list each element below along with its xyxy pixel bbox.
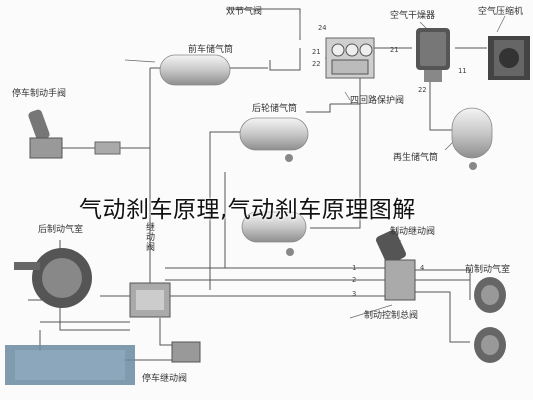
label-front-brake-chamber: 前制动气室 bbox=[465, 265, 511, 275]
port-number: 1 bbox=[352, 264, 357, 272]
label-rear-brake-chamber: 后制动气室 bbox=[38, 225, 84, 235]
port-number: 24 bbox=[318, 24, 327, 32]
label-relay-valve: 继动阀 bbox=[144, 222, 154, 252]
parking-relay-valve bbox=[171, 341, 201, 363]
port-number: 11 bbox=[458, 67, 467, 75]
air-dryer bbox=[416, 28, 450, 82]
pipe-lines bbox=[28, 8, 487, 361]
front-air-tank bbox=[159, 54, 231, 86]
middle-air-tank bbox=[241, 211, 307, 243]
front-brake-chamber-upper bbox=[474, 277, 506, 313]
label-brake-relay-valve: 制动继动阀 bbox=[390, 227, 436, 237]
port-number: 4 bbox=[420, 264, 425, 272]
relay-valve bbox=[129, 282, 171, 318]
drain-valves bbox=[285, 154, 477, 256]
port-number: 21 bbox=[390, 46, 399, 54]
parking-hand-valve bbox=[28, 109, 63, 159]
port-number: 22 bbox=[418, 86, 427, 94]
regen-air-tank bbox=[451, 107, 493, 159]
port-number: 22 bbox=[312, 60, 321, 68]
label-front-tank: 前车储气筒 bbox=[188, 45, 234, 55]
label-exhaust-valve: 双节气阀 bbox=[226, 7, 263, 17]
label-four-circuit-valve: 四回路保护阀 bbox=[350, 96, 405, 106]
port-number: 3 bbox=[352, 290, 357, 298]
air-compressor bbox=[488, 36, 530, 80]
four-circuit-protection-valve bbox=[325, 37, 375, 79]
label-parking-relay: 停车继动阀 bbox=[142, 374, 188, 384]
label-parking-hand-valve: 停车制动手阀 bbox=[12, 89, 67, 99]
label-air-compressor: 空气压缩机 bbox=[478, 7, 524, 17]
label-air-dryer: 空气干燥器 bbox=[390, 11, 436, 21]
rear-air-tank bbox=[239, 117, 309, 151]
port-number: 21 bbox=[312, 48, 321, 56]
port-number: 2 bbox=[352, 276, 357, 284]
label-main-brake-valve: 制动控制总阀 bbox=[364, 311, 419, 321]
label-rear-tank: 后轮储气筒 bbox=[252, 104, 298, 114]
main-brake-valve bbox=[376, 230, 416, 301]
rear-brake-chamber bbox=[14, 248, 92, 308]
rear-axle-assembly bbox=[5, 345, 135, 385]
front-brake-chamber-lower bbox=[474, 327, 506, 363]
pipe-fitting bbox=[94, 141, 121, 155]
overlay-title: 气动刹车原理,气动刹车原理图解 bbox=[79, 197, 416, 223]
label-regen-tank: 再生储气筒 bbox=[393, 153, 439, 163]
